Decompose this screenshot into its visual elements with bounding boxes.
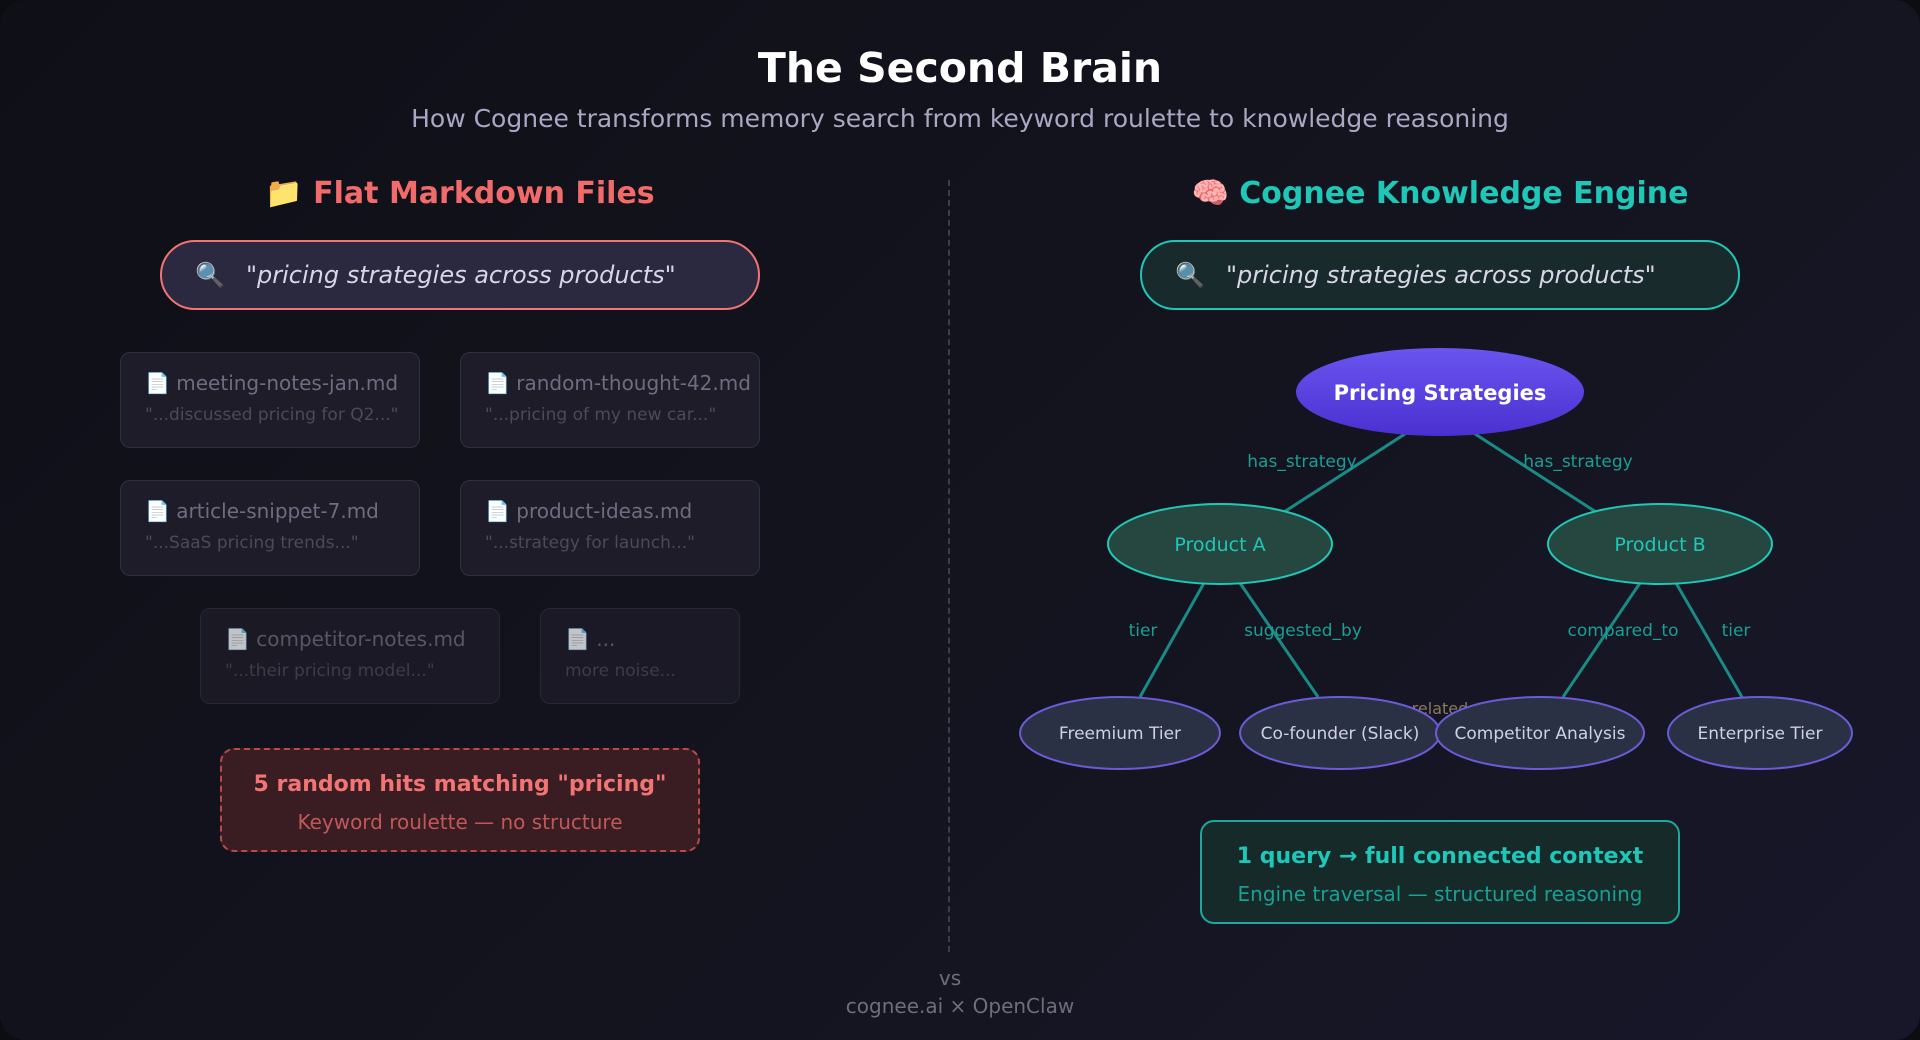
file-card: 📄 random-thought-42.md "...pricing of my… [460, 352, 760, 448]
knowledge-engine-heading: 🧠 Cognee Knowledge Engine [1191, 176, 1689, 211]
file-card: 📄 competitor-notes.md "...their pricing … [200, 608, 500, 704]
node-label-enterprise-tier: Enterprise Tier [1698, 724, 1823, 744]
footer-credit: cognee.ai × OpenClaw [845, 994, 1075, 1018]
node-freemium-tier [1019, 696, 1221, 770]
page-subtitle: How Cognee transforms memory search from… [411, 104, 1509, 133]
file-card: 📄 meeting-notes-jan.md "...discussed pri… [120, 352, 420, 448]
edge-label-suggested-by: suggested_by [1244, 621, 1362, 641]
search-icon: 🔍 [195, 261, 225, 289]
keyword-result-subtitle: Keyword roulette — no structure [297, 810, 623, 834]
file-snippet: "...strategy for launch..." [485, 533, 695, 553]
context-result-subtitle: Engine traversal — structured reasoning [1237, 882, 1643, 906]
context-result-title: 1 query → full connected context [1236, 844, 1644, 869]
node-product-a [1107, 503, 1333, 585]
node-label-cofounder-slack: Co-founder (Slack) [1261, 724, 1420, 744]
file-name: 📄 article-snippet-7.md [145, 499, 379, 523]
edge-root-product-b [1471, 430, 1597, 514]
edge-label-compared-to: compared_to [1568, 621, 1679, 641]
search-icon: 🔍 [1175, 261, 1205, 289]
edge-product-b-enterprise [1674, 582, 1744, 698]
keyword-result-box: 5 random hits matching "pricing" Keyword… [220, 748, 700, 852]
engine-search-query: "pricing strategies across products" [1226, 261, 1656, 289]
file-card: 📄 ... more noise... [540, 608, 740, 704]
edge-label-tier: tier [1722, 621, 1751, 641]
file-name: 📄 ... [565, 627, 616, 651]
node-product-b [1547, 503, 1773, 585]
edge-product-a-freemium [1138, 582, 1206, 698]
file-name: 📄 competitor-notes.md [225, 627, 466, 651]
node-label-product-a: Product A [1174, 534, 1265, 556]
file-name: 📄 meeting-notes-jan.md [145, 371, 399, 395]
file-snippet: "...discussed pricing for Q2..." [145, 405, 399, 425]
node-pricing-strategies [1296, 348, 1584, 436]
node-enterprise-tier [1667, 696, 1853, 770]
node-label-pricing-strategies: Pricing Strategies [1334, 381, 1547, 405]
file-snippet: "...their pricing model..." [225, 661, 435, 681]
node-competitor-analysis [1435, 696, 1645, 770]
flat-files-heading: 📁 Flat Markdown Files [265, 176, 655, 211]
file-card: 📄 article-snippet-7.md "...SaaS pricing … [120, 480, 420, 576]
page-title: The Second Brain [757, 44, 1163, 92]
edge-label-has-strategy: has_strategy [1247, 452, 1356, 472]
flat-search-query: "pricing strategies across products" [246, 261, 676, 289]
node-label-competitor-analysis: Competitor Analysis [1455, 724, 1626, 744]
flat-search-bar: 🔍 "pricing strategies across products" [160, 240, 760, 310]
file-name: 📄 random-thought-42.md [485, 371, 751, 395]
engine-search-bar: 🔍 "pricing strategies across products" [1140, 240, 1740, 310]
file-snippet: "...pricing of my new car..." [485, 405, 717, 425]
edge-product-a-cofounder [1238, 582, 1320, 698]
file-snippet: more noise... [565, 661, 676, 681]
edge-product-b-competitor [1561, 582, 1642, 698]
node-label-freemium-tier: Freemium Tier [1059, 724, 1181, 744]
edge-label-tier: tier [1129, 621, 1158, 641]
context-result-box: 1 query → full connected context Engine … [1200, 820, 1680, 924]
node-label-product-b: Product B [1614, 534, 1705, 556]
keyword-result-title: 5 random hits matching "pricing" [253, 772, 667, 797]
edge-root-product-a [1283, 430, 1409, 514]
edge-label-has-strategy: has_strategy [1523, 452, 1632, 472]
column-divider [948, 180, 950, 952]
vs-label: vs [938, 966, 962, 990]
file-name: 📄 product-ideas.md [485, 499, 693, 523]
file-card: 📄 product-ideas.md "...strategy for laun… [460, 480, 760, 576]
file-snippet: "...SaaS pricing trends..." [145, 533, 359, 553]
